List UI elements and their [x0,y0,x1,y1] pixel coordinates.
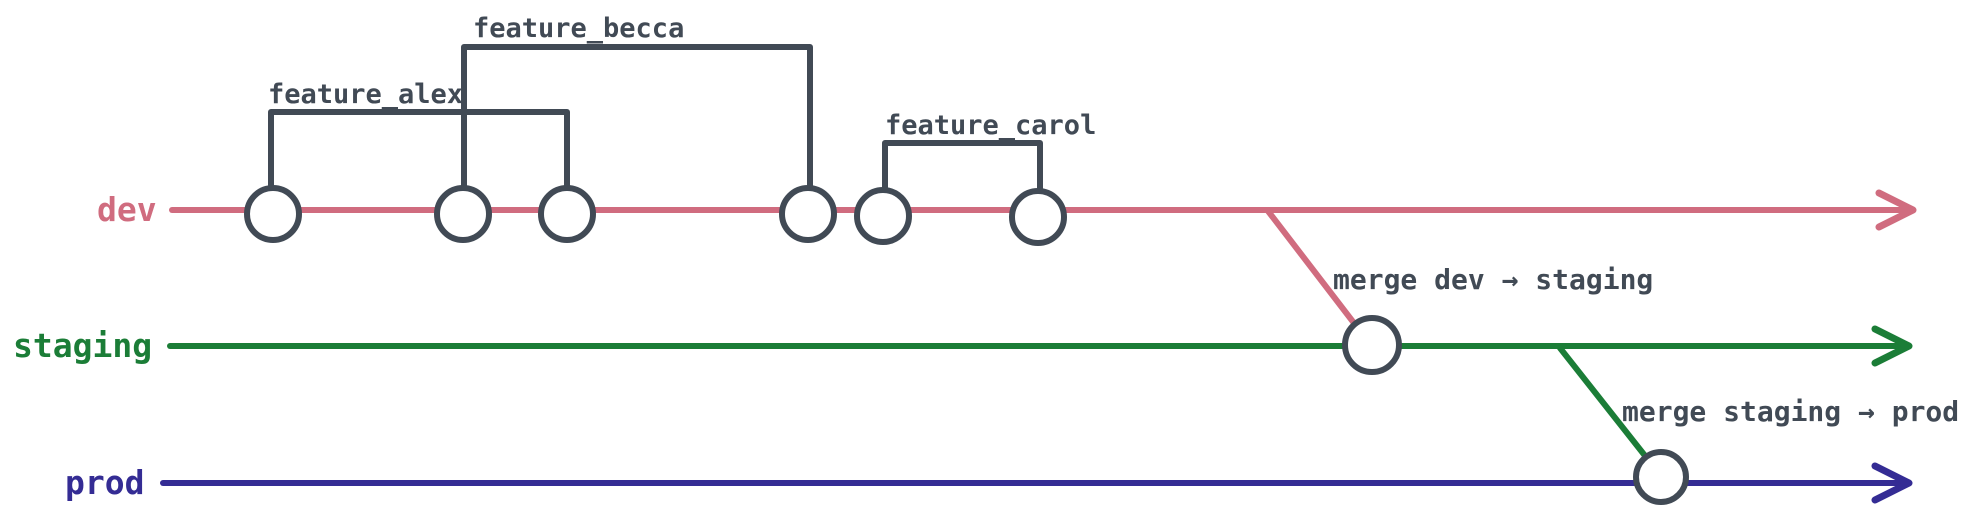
merge-diagonal-dev-staging [1265,208,1360,330]
feature-bracket-alex [268,109,570,191]
branch-arrowhead-dev [1875,189,1917,231]
feature-branch-becca: feature_becca [461,13,813,191]
branch-label-prod: prod [65,463,144,502]
merge-diagonal-staging-prod [1557,345,1649,460]
branch-dev: dev [97,189,1917,231]
commit-node [244,185,302,243]
commit-node [434,185,492,243]
merge-staging-to-prod: merge staging → prod [1557,345,1959,505]
merge-commit-node-prod [1633,449,1689,505]
merge-label-staging-prod: merge staging → prod [1622,395,1959,428]
feature-bracket-becca [461,44,813,191]
feature-label-carol: feature_carol [885,110,1096,141]
commit-node [1009,188,1067,246]
merge-label-dev-staging: merge dev → staging [1333,263,1653,296]
feature-branch-carol: feature_carol [882,110,1096,194]
branch-arrowhead-staging [1871,325,1913,367]
merge-dev-to-staging: merge dev → staging [1265,208,1653,375]
merge-commit-node-staging [1342,315,1402,375]
commit-node [779,185,837,243]
branch-arrowhead-prod [1871,462,1913,504]
commit-node [854,187,912,245]
commit-node [538,185,596,243]
feature-branch-alex: feature_alex [268,79,570,191]
feature-label-alex: feature_alex [268,79,463,110]
branch-prod: prod [65,462,1913,504]
branch-staging: staging [13,325,1913,367]
branch-label-dev: dev [97,190,157,229]
feature-label-becca: feature_becca [473,13,684,44]
dev-commit-nodes [244,185,1067,246]
feature-bracket-carol [882,140,1043,194]
branch-label-staging: staging [13,326,152,365]
